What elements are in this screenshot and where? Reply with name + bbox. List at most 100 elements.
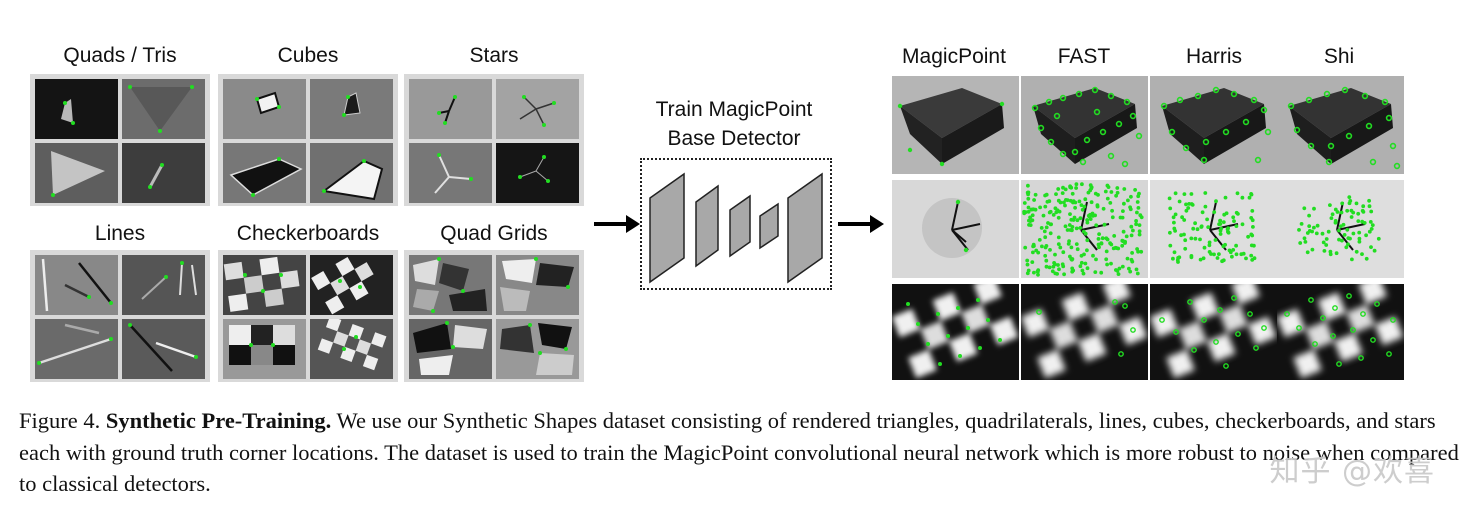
keypoint xyxy=(1067,239,1071,243)
keypoint xyxy=(1367,198,1371,203)
keypoint xyxy=(1078,216,1083,221)
keypoint xyxy=(1027,223,1031,227)
keypoint xyxy=(1077,199,1082,204)
keypoint xyxy=(1360,252,1364,256)
column-label-fast: FAST xyxy=(1057,45,1111,68)
keypoint xyxy=(1037,238,1042,242)
keypoint xyxy=(1310,247,1315,252)
network-title-line1: Train MagicPoint xyxy=(655,98,813,121)
keypoint xyxy=(1041,213,1046,218)
checker-tile-2 xyxy=(310,255,393,315)
keypoint xyxy=(1070,225,1075,229)
lines-tile-2 xyxy=(122,255,205,315)
keypoint xyxy=(1115,186,1120,190)
keypoint xyxy=(1123,241,1127,245)
cubes-tile-1 xyxy=(223,79,306,139)
keypoint xyxy=(1044,192,1049,197)
keypoint xyxy=(1065,198,1070,202)
keypoint xyxy=(1083,197,1088,202)
keypoint xyxy=(1078,226,1083,230)
keypoint xyxy=(1058,200,1063,205)
keypoint xyxy=(1183,246,1188,251)
keypoint xyxy=(1249,232,1254,237)
keypoint xyxy=(1364,256,1369,261)
result-row3-harris xyxy=(1150,284,1277,380)
keypoint xyxy=(1195,227,1200,232)
keypoint xyxy=(1202,245,1207,250)
keypoint xyxy=(1347,195,1352,199)
keypoint xyxy=(1252,243,1256,248)
keypoint xyxy=(1251,225,1255,229)
keypoint xyxy=(1168,206,1173,211)
keypoint xyxy=(1129,224,1134,229)
keypoint xyxy=(1097,232,1101,236)
keypoint xyxy=(1307,224,1312,228)
keypoint xyxy=(1134,222,1138,227)
keypoint xyxy=(1349,208,1354,213)
keypoint xyxy=(1240,222,1245,227)
keypoint xyxy=(1312,225,1316,230)
keypoint xyxy=(1193,236,1198,241)
keypoint xyxy=(1043,204,1048,209)
keypoint xyxy=(1205,217,1209,222)
keypoint xyxy=(1043,235,1048,240)
keypoint xyxy=(1118,215,1123,220)
result-row2-harris xyxy=(1150,180,1277,278)
keypoint xyxy=(1361,204,1366,209)
keypoint xyxy=(1250,218,1255,223)
keypoint xyxy=(1047,265,1052,270)
lines-tile-1 xyxy=(35,255,118,315)
keypoint xyxy=(1067,223,1072,227)
quads-tile-3 xyxy=(35,143,118,203)
keypoint xyxy=(1198,237,1202,242)
keypoint xyxy=(1369,227,1374,231)
keypoint xyxy=(1217,252,1221,256)
result-row1-fast xyxy=(1021,76,1148,174)
network-layer-1 xyxy=(649,172,685,284)
keypoint xyxy=(1094,257,1098,262)
keypoint xyxy=(1055,272,1059,276)
keypoint xyxy=(1189,236,1194,241)
keypoint xyxy=(1182,232,1186,237)
keypoint xyxy=(1235,191,1240,196)
keypoint xyxy=(1201,256,1206,261)
keypoint xyxy=(1136,249,1140,254)
group-label-stars: Stars xyxy=(469,44,519,67)
keypoint xyxy=(1085,238,1090,243)
keypoint xyxy=(1345,227,1350,232)
keypoint xyxy=(1207,250,1212,254)
keypoint xyxy=(1056,215,1061,220)
keypoint xyxy=(1320,231,1325,236)
keypoint xyxy=(1136,206,1141,210)
keypoint xyxy=(1203,204,1208,209)
keypoint xyxy=(1051,213,1056,217)
keypoint xyxy=(1026,196,1031,201)
keypoint xyxy=(1191,226,1196,231)
column-label-shi: Shi xyxy=(1323,45,1355,68)
keypoint xyxy=(1065,228,1070,232)
keypoint xyxy=(1103,189,1108,194)
keypoint xyxy=(1074,242,1079,246)
keypoint xyxy=(1078,264,1083,269)
cubes-tile-2 xyxy=(310,79,393,139)
keypoint xyxy=(1129,194,1133,199)
result-row1-magicpoint xyxy=(892,76,1019,174)
keypoint xyxy=(1121,209,1125,213)
keypoint xyxy=(1218,228,1223,233)
keypoint xyxy=(1344,245,1349,250)
keypoint xyxy=(1091,253,1095,258)
keypoint xyxy=(1177,199,1182,204)
keypoint xyxy=(1172,220,1176,225)
keypoint xyxy=(1079,203,1084,207)
keypoint xyxy=(1061,185,1065,190)
keypoint xyxy=(1109,261,1113,266)
keypoint xyxy=(1314,231,1319,236)
keypoint xyxy=(1171,215,1176,220)
keypoint xyxy=(1357,239,1362,244)
keypoint xyxy=(1137,223,1142,227)
keypoint xyxy=(1031,250,1035,255)
keypoint xyxy=(1322,249,1327,253)
keypoint xyxy=(1189,192,1194,196)
checker-tile-1 xyxy=(223,255,306,315)
keypoint xyxy=(1340,201,1345,206)
